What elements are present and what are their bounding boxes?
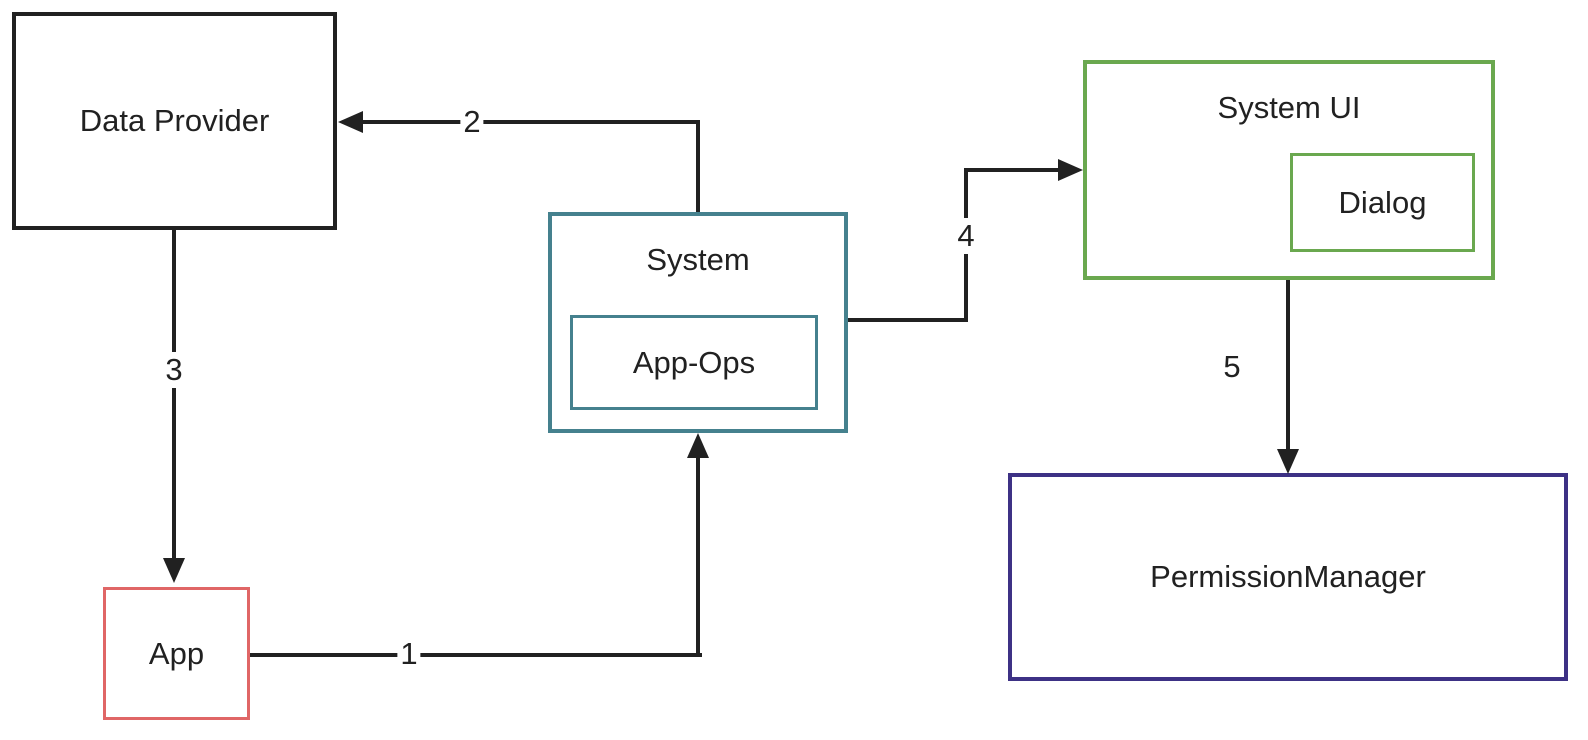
edge-1-arrowhead-icon (687, 433, 709, 458)
node-app-label: App (148, 635, 205, 671)
node-system-ui-label: System UI (1217, 90, 1361, 125)
edge-4-segment-horizontal-upper (964, 168, 1059, 172)
edge-3-segment-vertical (172, 230, 176, 558)
node-permission-manager: PermissionManager (1008, 473, 1568, 681)
edge-4-segment-horizontal-lower (848, 318, 968, 322)
edge-2-label: 2 (460, 104, 484, 140)
node-dialog-label: Dialog (1338, 184, 1427, 220)
edge-1-label: 1 (397, 636, 421, 672)
node-dialog: Dialog (1290, 153, 1475, 252)
edge-5-label: 5 (1220, 349, 1244, 385)
node-data-provider-label: Data Provider (79, 103, 270, 139)
node-app-ops-label: App-Ops (632, 344, 756, 380)
edge-5-segment-vertical (1286, 280, 1290, 450)
node-system-label: System (646, 242, 750, 277)
edge-2-segment-horizontal (360, 120, 700, 124)
edge-4-arrowhead-icon (1058, 159, 1083, 181)
edge-1-segment-vertical (696, 455, 700, 657)
edge-5-arrowhead-icon (1277, 449, 1299, 474)
node-permission-manager-label: PermissionManager (1150, 559, 1426, 595)
edge-2-arrowhead-icon (338, 111, 363, 133)
edge-4-label: 4 (954, 218, 978, 254)
node-app: App (103, 587, 250, 720)
edge-1-segment-horizontal (250, 653, 702, 657)
node-data-provider: Data Provider (12, 12, 337, 230)
node-app-ops: App-Ops (570, 315, 818, 410)
edge-3-label: 3 (162, 352, 186, 388)
edge-2-segment-vertical (696, 122, 700, 212)
edge-3-arrowhead-icon (163, 558, 185, 583)
